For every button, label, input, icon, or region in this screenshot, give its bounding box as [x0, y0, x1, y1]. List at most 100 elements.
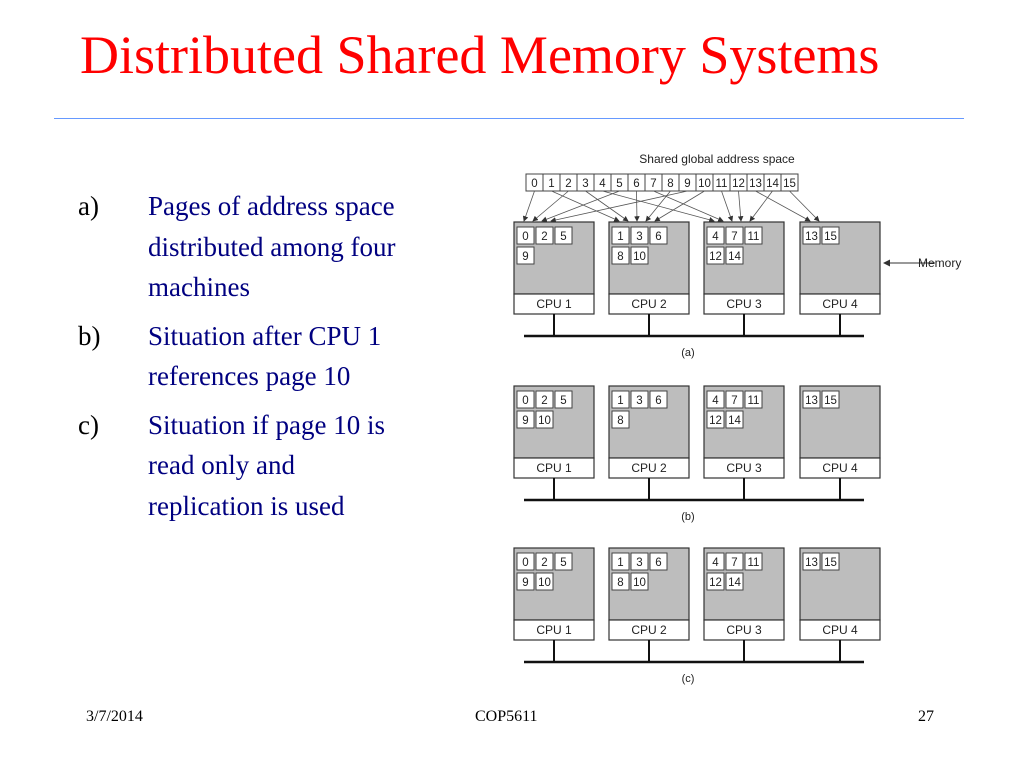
page-label: 3 — [636, 231, 642, 243]
page-cell — [535, 572, 554, 591]
cpu-label: CPU 2 — [631, 297, 667, 311]
page-label: 3 — [636, 557, 642, 569]
mapping-arrow — [654, 190, 705, 222]
page-cell — [630, 572, 649, 591]
bullet-text: Situation after CPU 1 references page 10 — [148, 320, 382, 392]
bullet-text: Pages of address space distributed among… — [148, 191, 396, 302]
page-label: 10 — [633, 251, 646, 263]
address-page-label: 0 — [531, 178, 537, 190]
page-label: 10 — [633, 577, 646, 589]
page-cell — [725, 390, 744, 409]
page-cell — [649, 226, 668, 245]
mapping-arrow — [789, 190, 820, 222]
page-label: 14 — [728, 415, 741, 427]
page-label: 6 — [655, 395, 661, 407]
page-cell — [516, 410, 535, 429]
page-cell — [821, 226, 840, 245]
page-label: 12 — [709, 415, 722, 427]
page-cell — [516, 390, 535, 409]
page-cell — [802, 552, 821, 571]
page-label: 13 — [805, 231, 818, 243]
page-label: 9 — [522, 251, 528, 263]
page-label: 2 — [541, 231, 547, 243]
page-cell — [649, 390, 668, 409]
page-cell — [725, 410, 744, 429]
page-cell — [744, 552, 763, 571]
page-label: 12 — [709, 577, 722, 589]
page-label: 15 — [824, 395, 837, 407]
address-page-label: 10 — [698, 178, 711, 190]
bullet-list: a) Pages of address space distributed am… — [78, 186, 408, 534]
page-label: 6 — [655, 557, 661, 569]
footer-date: 3/7/2014 — [86, 708, 143, 725]
address-page-label: 11 — [716, 178, 728, 190]
cpu-label: CPU 1 — [536, 623, 572, 637]
page-label: 11 — [748, 231, 760, 243]
bullet-item: c) Situation if page 10 is read only and… — [78, 405, 408, 527]
page-cell — [821, 390, 840, 409]
page-label: 13 — [805, 557, 818, 569]
address-page-label: 15 — [783, 178, 796, 190]
page-cell — [706, 410, 725, 429]
page-cell — [611, 552, 630, 571]
page-label: 15 — [824, 557, 837, 569]
page-label: 0 — [522, 231, 528, 243]
panel-caption: (a) — [681, 347, 694, 359]
page-label: 11 — [748, 395, 760, 407]
mapping-arrow — [755, 190, 811, 222]
mapping-arrow — [532, 190, 569, 222]
page-label: 8 — [617, 577, 623, 589]
mapping-arrow — [721, 190, 734, 222]
page-cell — [554, 390, 573, 409]
page-cell — [630, 226, 649, 245]
page-label: 0 — [522, 395, 528, 407]
address-page-label: 14 — [766, 178, 779, 190]
page-label: 9 — [522, 415, 528, 427]
page-label: 5 — [560, 231, 566, 243]
page-cell — [535, 410, 554, 429]
shared-address-label: Shared global address space — [639, 152, 795, 166]
page-cell — [649, 552, 668, 571]
page-label: 10 — [538, 577, 551, 589]
address-page-label: 6 — [633, 178, 639, 190]
bullet-item: a) Pages of address space distributed am… — [78, 186, 408, 308]
page-cell — [554, 226, 573, 245]
address-page-label: 5 — [616, 178, 622, 190]
page-label: 7 — [731, 395, 737, 407]
page-label: 14 — [728, 577, 741, 589]
page-cell — [725, 572, 744, 591]
mapping-arrow — [551, 190, 620, 222]
bullet-marker: a) — [78, 191, 99, 221]
cpu-label: CPU 4 — [822, 623, 858, 637]
footer-course: COP5611 — [475, 708, 538, 725]
page-label: 15 — [824, 231, 837, 243]
page-label: 7 — [731, 231, 737, 243]
page-label: 8 — [617, 251, 623, 263]
page-label: 4 — [712, 557, 719, 569]
mapping-arrow — [653, 190, 724, 222]
page-cell — [535, 390, 554, 409]
page-cell — [535, 226, 554, 245]
page-cell — [611, 226, 630, 245]
page-label: 1 — [617, 557, 623, 569]
page-cell — [535, 552, 554, 571]
cpu-label: CPU 2 — [631, 623, 667, 637]
page-cell — [706, 572, 725, 591]
page-cell — [725, 226, 744, 245]
page-cell — [516, 246, 535, 265]
cpu-label: CPU 2 — [631, 461, 667, 475]
panel-caption: (c) — [682, 673, 695, 685]
cpu-label: CPU 4 — [822, 297, 858, 311]
page-label: 4 — [712, 395, 719, 407]
